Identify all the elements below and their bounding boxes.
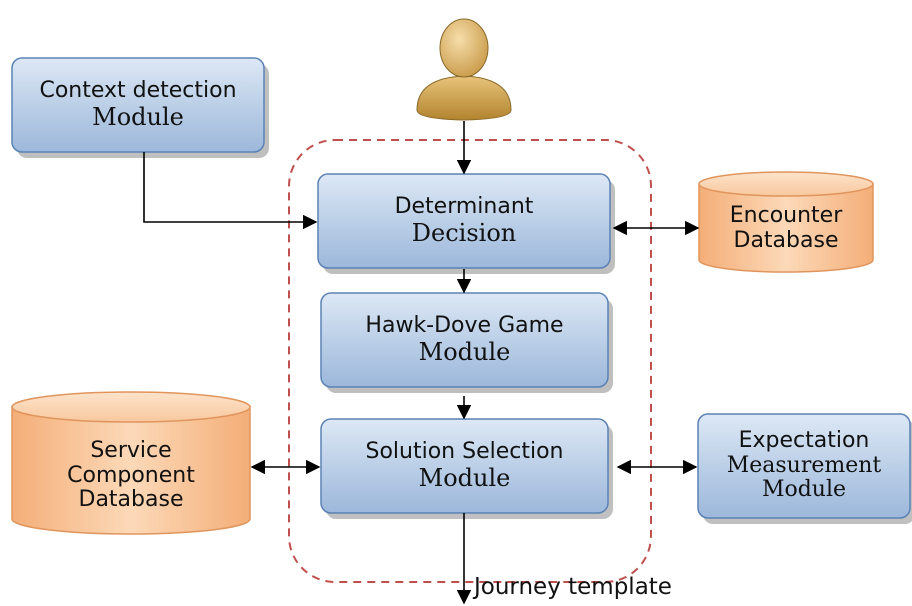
- service-component-database-cylinder: [11, 391, 251, 535]
- user-icon: [416, 18, 512, 121]
- encounter-database-cylinder: [698, 171, 874, 273]
- solution-selection-module-box: [320, 418, 609, 514]
- context-detection-module-box: [11, 57, 265, 153]
- determinant-decision-box: [317, 173, 611, 269]
- journey-template-label: Journey template: [474, 574, 672, 600]
- component-boundary: [288, 139, 652, 583]
- hawk-dove-module-box: [320, 292, 609, 388]
- arrow-context-to-determinant: [143, 152, 318, 230]
- expectation-measurement-module-box: [697, 413, 911, 519]
